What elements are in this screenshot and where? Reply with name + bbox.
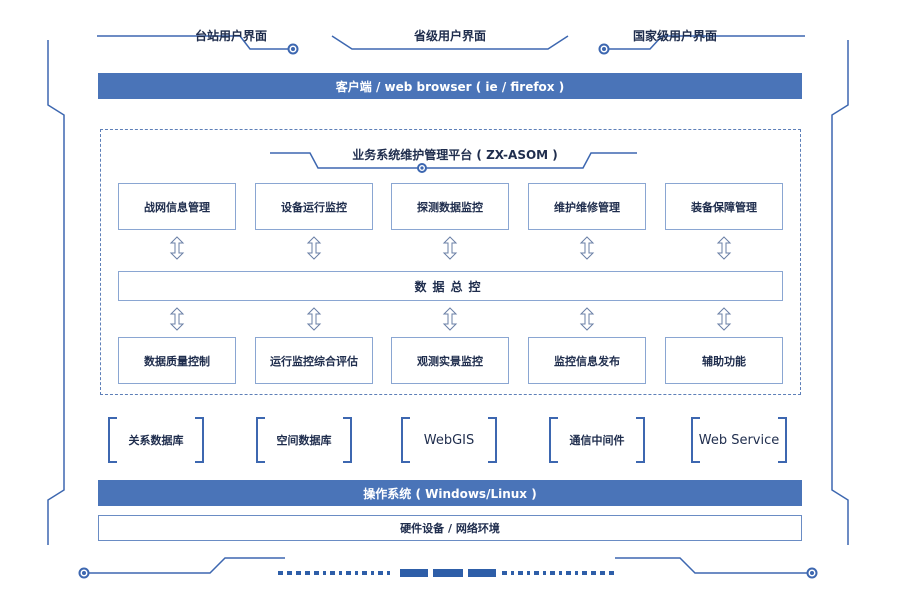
bidirectional-arrow-icon	[169, 307, 185, 331]
bidirectional-arrow-icon	[716, 307, 732, 331]
platform-title: 业务系统维护管理平台 ( ZX-ASOM )	[352, 148, 558, 162]
module-quality-control: 数据质量控制	[118, 337, 236, 384]
bidirectional-arrow-icon	[579, 307, 595, 331]
module-info-publish: 监控信息发布	[528, 337, 646, 384]
bidirectional-arrow-icon	[169, 236, 185, 260]
module-maintenance: 维护维修管理	[528, 183, 646, 230]
bidirectional-arrow-icon	[716, 236, 732, 260]
data-control-bar: 数据总控	[118, 271, 783, 301]
module-detection-data: 探测数据监控	[391, 183, 509, 230]
component-middleware: 通信中间件	[549, 417, 645, 463]
hardware-bar: 硬件设备 / 网络环境	[98, 515, 802, 541]
interface-national: 国家级用户界面	[633, 29, 718, 43]
component-spatial-db: 空间数据库	[256, 417, 352, 463]
interface-station: 台站用户界面	[195, 29, 268, 43]
platform-container	[100, 129, 801, 395]
module-equipment-monitor: 设备运行监控	[255, 183, 373, 230]
bidirectional-arrow-icon	[306, 236, 322, 260]
bidirectional-arrow-icon	[442, 236, 458, 260]
module-auxiliary: 辅助功能	[665, 337, 783, 384]
component-webgis: WebGIS	[401, 417, 497, 463]
os-bar: 操作系统 ( Windows/Linux )	[98, 480, 802, 506]
module-comprehensive-eval: 运行监控综合评估	[255, 337, 373, 384]
bidirectional-arrow-icon	[579, 236, 595, 260]
client-bar: 客户端 / web browser ( ie / firefox )	[98, 73, 802, 99]
module-live-monitor: 观测实景监控	[391, 337, 509, 384]
bidirectional-arrow-icon	[442, 307, 458, 331]
module-equipment-support: 装备保障管理	[665, 183, 783, 230]
bidirectional-arrow-icon	[306, 307, 322, 331]
component-web-service: Web Service	[691, 417, 787, 463]
interface-province: 省级用户界面	[414, 29, 487, 43]
component-relational-db: 关系数据库	[108, 417, 204, 463]
module-network-info: 战网信息管理	[118, 183, 236, 230]
